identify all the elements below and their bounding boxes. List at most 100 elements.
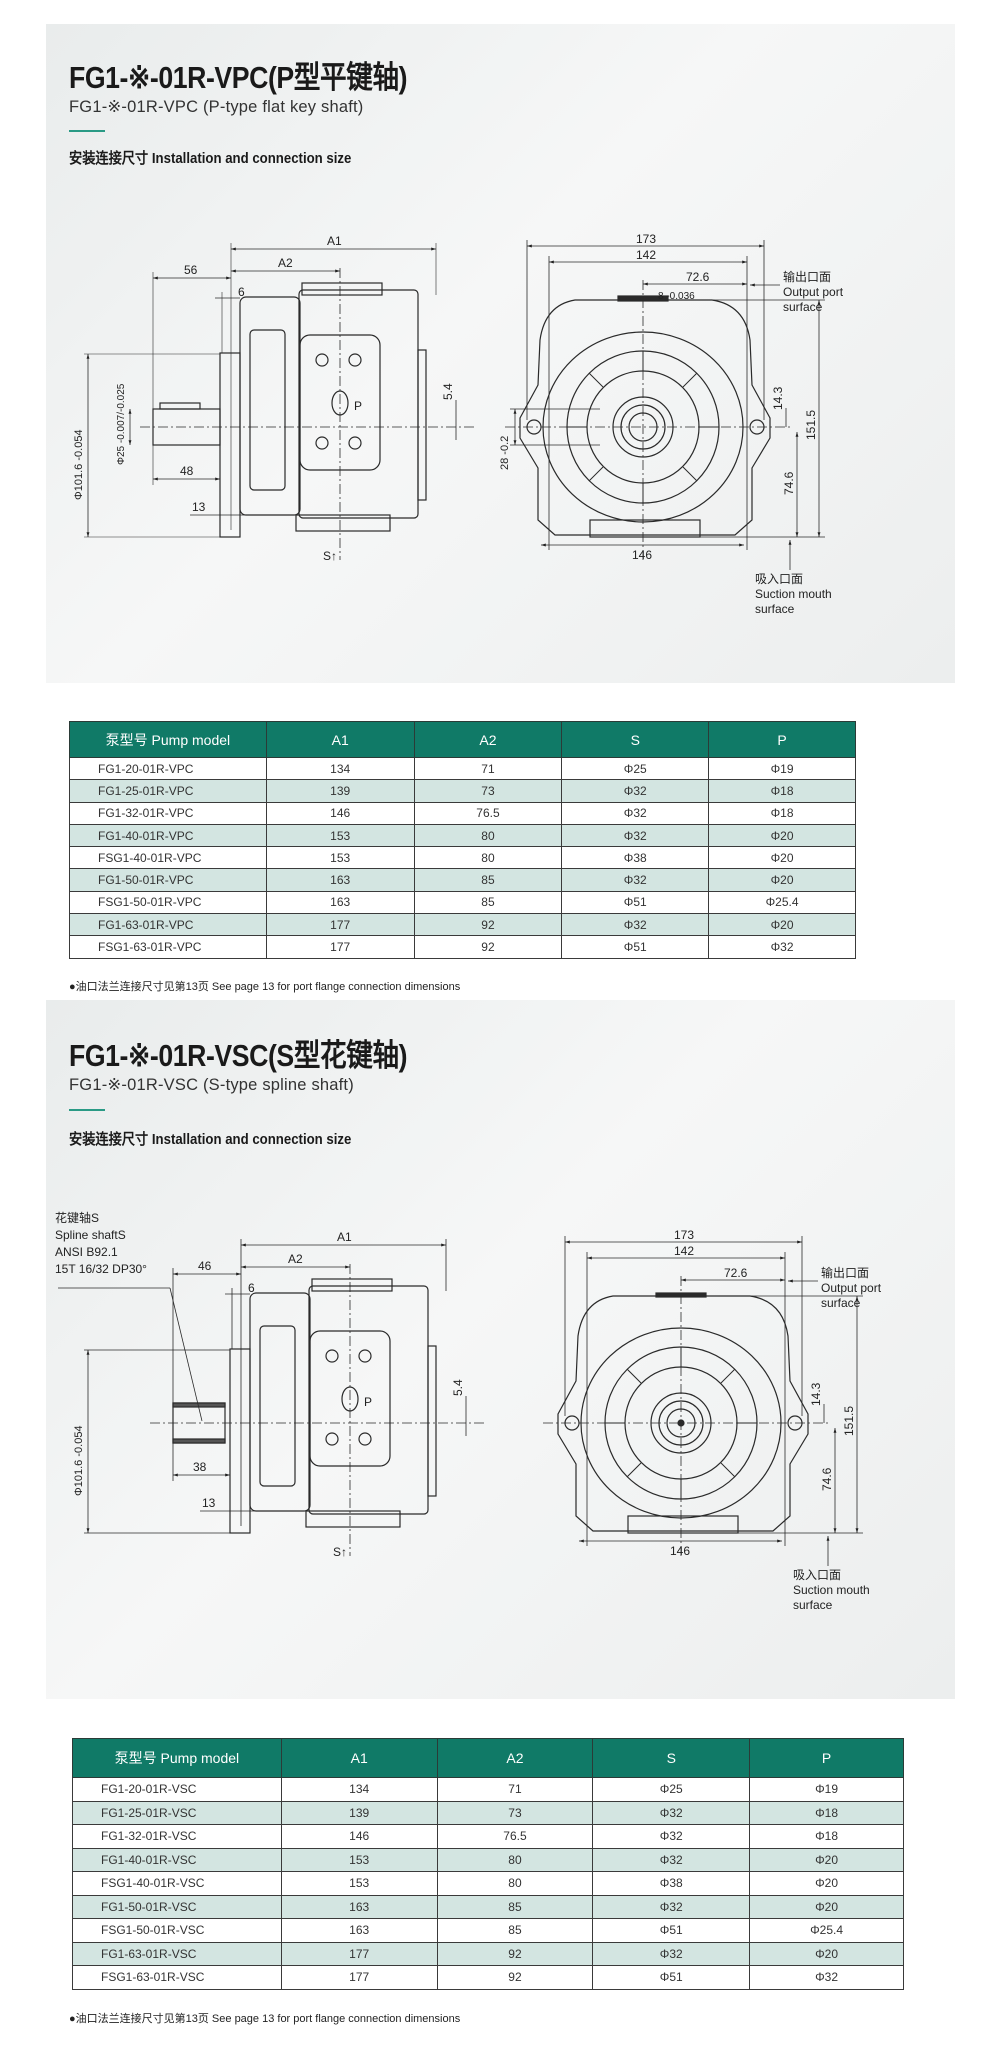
cell-s: Φ38: [592, 1871, 751, 1896]
divider: [69, 130, 105, 132]
cell-s: Φ51: [592, 1965, 751, 1990]
dim-151-5: 151.5: [804, 410, 818, 440]
cell-a1: 134: [280, 1777, 438, 1802]
cell-a1: 134: [265, 756, 415, 781]
cell-a2: 80: [436, 1847, 594, 1872]
dim-72-6: 72.6: [724, 1266, 748, 1280]
side-view-vpc: [84, 243, 475, 560]
dim-48: 48: [180, 464, 194, 478]
col-header-model: 泵型号 Pump model: [69, 721, 267, 758]
col-header-s: S: [561, 721, 710, 758]
dim-142: 142: [674, 1244, 694, 1258]
cell-a2: 73: [413, 779, 563, 803]
cell-a2: 92: [436, 1965, 594, 1990]
cell-a1: 177: [265, 913, 415, 937]
cell-a2: 73: [436, 1800, 594, 1825]
cell-p: Φ20: [749, 1941, 904, 1966]
dim-5-4: 5.4: [451, 1379, 465, 1396]
section-title-vsc: FG1-※-01R-VSC(S型花键轴): [69, 1038, 408, 1073]
cell-s: Φ25: [592, 1777, 751, 1802]
dim-146: 146: [632, 548, 652, 562]
cell-model: FG1-63-01R-VPC: [69, 913, 267, 937]
cell-p: Φ25.4: [708, 890, 856, 915]
cell-a1: 139: [265, 779, 415, 803]
dim-14-3: 14.3: [771, 386, 785, 410]
section-title-vpc: FG1-※-01R-VPC(P型平键轴): [69, 60, 408, 95]
cell-model: FG1-25-01R-VSC: [72, 1800, 282, 1825]
cell-s: Φ32: [592, 1941, 751, 1966]
col-header-model: 泵型号 Pump model: [72, 1738, 282, 1778]
cell-a1: 153: [280, 1871, 438, 1896]
cell-a1: 153: [265, 823, 415, 848]
cell-a1: 163: [265, 868, 415, 892]
dim-5-4: 5.4: [441, 383, 455, 400]
cell-p: Φ19: [749, 1777, 904, 1802]
output-port-cn: 输出口面: [821, 1265, 869, 1280]
cell-a2: 85: [413, 890, 563, 915]
cell-s: Φ32: [561, 801, 710, 825]
col-header-a1: A1: [265, 721, 415, 758]
suction-en: Suction mouth: [755, 587, 832, 601]
cell-model: FG1-50-01R-VPC: [69, 868, 267, 892]
cell-p: Φ18: [749, 1824, 904, 1849]
suction-cn: 吸入口面: [755, 572, 803, 586]
dim-d101: Φ101.6 -0.054: [73, 1425, 85, 1496]
output-port-cn: 输出口面: [783, 269, 831, 284]
cell-p: Φ20: [708, 823, 856, 848]
output-port-en: Output port: [821, 1281, 882, 1295]
port-p-label: P: [364, 1395, 372, 1409]
cell-model: FG1-40-01R-VSC: [72, 1847, 282, 1872]
cell-a1: 163: [265, 890, 415, 915]
cell-s: Φ32: [592, 1824, 751, 1849]
col-header-p: P: [708, 721, 856, 758]
section-heading-vpc: 安装连接尺寸 Installation and connection size: [69, 150, 352, 167]
cell-p: Φ20: [749, 1847, 904, 1872]
cell-a2: 92: [436, 1941, 594, 1966]
suction-en2: surface: [793, 1598, 833, 1612]
dim-d25: Φ25 -0.007/-0.025: [116, 383, 127, 465]
cell-s: Φ32: [592, 1894, 751, 1919]
cell-model: FG1-32-01R-VPC: [69, 801, 267, 825]
cell-a2: 80: [436, 1871, 594, 1896]
cell-a1: 153: [265, 846, 415, 870]
cell-model: FG1-25-01R-VPC: [69, 779, 267, 803]
cell-model: FSG1-50-01R-VSC: [72, 1918, 282, 1943]
col-header-a2: A2: [413, 721, 563, 758]
cell-p: Φ19: [708, 756, 856, 781]
suction-s-label: S↑: [323, 549, 337, 563]
cell-s: Φ32: [561, 779, 710, 803]
cell-s: Φ32: [561, 913, 710, 937]
cell-a1: 146: [265, 801, 415, 825]
dim-74-6: 74.6: [820, 1467, 834, 1491]
dim-142: 142: [636, 248, 656, 262]
cell-p: Φ20: [708, 868, 856, 892]
divider: [69, 1109, 105, 1111]
dim-38: 38: [193, 1460, 207, 1474]
cell-a2: 80: [413, 846, 563, 870]
cell-model: FG1-20-01R-VPC: [69, 756, 267, 781]
dim-6: 6: [238, 285, 245, 299]
dim-146: 146: [670, 1544, 690, 1558]
cell-a1: 163: [280, 1918, 438, 1943]
dim-173: 173: [674, 1228, 694, 1242]
dim-6: 6: [248, 1281, 255, 1295]
dim-72-6: 72.6: [686, 270, 710, 284]
cell-model: FSG1-50-01R-VPC: [69, 890, 267, 915]
suction-s-label: S↑: [333, 1545, 347, 1559]
cell-model: FG1-20-01R-VSC: [72, 1777, 282, 1802]
section-heading-vsc: 安装连接尺寸 Installation and connection size: [69, 1131, 352, 1148]
spline-label-en: Spline shaftS: [55, 1228, 126, 1242]
dim-46: 46: [198, 1259, 212, 1273]
dim-173: 173: [636, 232, 656, 246]
dim-a1: A1: [337, 1230, 352, 1244]
